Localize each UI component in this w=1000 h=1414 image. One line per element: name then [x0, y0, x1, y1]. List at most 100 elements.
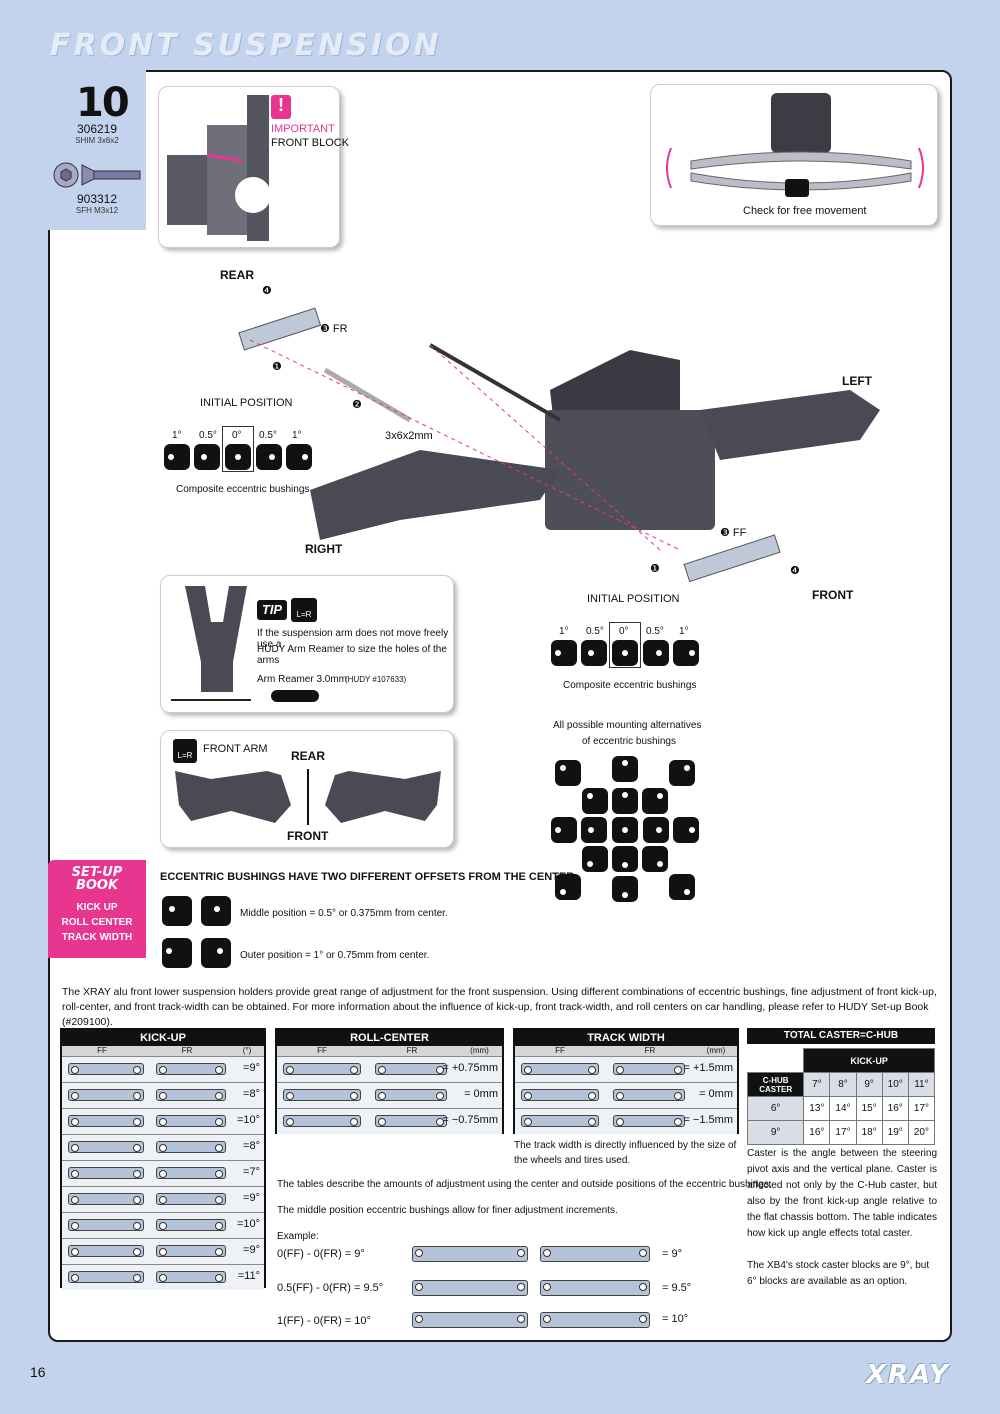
brand-logo: XRAY: [865, 1360, 950, 1390]
notes-text: The tables describe the amounts of adjus…: [277, 1179, 772, 1190]
shim-label: 3x6x2mm: [385, 430, 433, 442]
table-title: TRACK WIDTH: [515, 1030, 737, 1046]
trackwidth-table: TRACK WIDTH FF FR (mm) = +1.5mm = 0mm = …: [513, 1028, 739, 1134]
setup-item: ROLL CENTER: [61, 917, 133, 928]
degree-label: 0.5°: [199, 430, 217, 441]
step-label: ❷: [352, 399, 362, 411]
step-label: ❸ FR: [320, 323, 348, 335]
suspension-assembly-illustration: [238, 307, 880, 583]
bushing-icon: [612, 640, 638, 666]
reamer-handle-icon: [271, 690, 319, 702]
step-number: 10: [76, 80, 130, 126]
degree-label: 0.5°: [646, 626, 664, 637]
example-equation: 0.5(FF) - 0(FR) = 9.5°: [277, 1282, 384, 1294]
table-row: =9°: [62, 1056, 264, 1082]
holder-plate-icon: [412, 1280, 528, 1296]
part-desc: SHIM 3x6x2: [75, 136, 119, 145]
table-row: =8°: [62, 1134, 264, 1160]
setup-book-title: SET-UP: [71, 865, 123, 880]
holder-plate-icon: [540, 1246, 650, 1262]
table-row: = 0mm: [515, 1082, 737, 1108]
table-row: =9°: [62, 1238, 264, 1264]
table-row: =10°: [62, 1108, 264, 1134]
column-header: 10°: [881, 1072, 909, 1097]
bushing-icon: [551, 640, 577, 666]
rear-label: REAR: [291, 749, 326, 763]
table-row: = +1.5mm: [515, 1056, 737, 1082]
column-header: FF: [97, 1046, 107, 1055]
bushing-icon: [194, 444, 220, 470]
front-arm-callout: L=R FRONT ARM REAR FRONT: [160, 730, 454, 848]
table-row: = −0.75mm: [277, 1108, 502, 1134]
bushing-icon: [612, 788, 638, 814]
selected-position-box: [222, 426, 254, 472]
bushing-icon: [612, 756, 638, 782]
initial-position-title: INITIAL POSITION: [200, 397, 293, 409]
rollcenter-table: ROLL-CENTER FF FR (mm) = +0.75mm = 0mm =…: [275, 1028, 504, 1134]
row-header: C-HUB CASTER: [746, 1072, 805, 1097]
table-row: = 0mm: [277, 1082, 502, 1108]
setup-item: TRACK WIDTH: [61, 932, 133, 943]
intro-text: The XRAY alu front lower suspension hold…: [62, 986, 937, 1028]
mounting-title: All possible mounting alternatives: [553, 720, 702, 731]
important-icon: !: [271, 95, 291, 119]
selected-position-box: [609, 622, 641, 668]
bushing-icon: [582, 846, 608, 872]
bushing-icon: [642, 846, 668, 872]
bushing-icon: [164, 444, 190, 470]
setup-book-title: BOOK: [75, 878, 119, 893]
bushing-icon: [669, 874, 695, 900]
parts-panel: [48, 70, 146, 230]
screw-icon: [53, 162, 141, 188]
page-title: FRONT SUSPENSION: [50, 28, 442, 63]
degree-label: 1°: [559, 626, 569, 637]
degree-label: 1°: [172, 430, 182, 441]
bushing-icon: [582, 788, 608, 814]
tip-callout: TIP L=R If the suspension arm does not m…: [160, 575, 454, 713]
table-row: =8°: [62, 1082, 264, 1108]
tip-text: If the suspension arm does not move free…: [257, 628, 449, 650]
degree-label: 1°: [679, 626, 689, 637]
column-header: FR: [406, 1046, 418, 1055]
column-header: (mm): [470, 1046, 489, 1055]
tip-badge: TIP: [257, 600, 287, 620]
column-header: 7°: [803, 1072, 831, 1097]
bushing-icon: [673, 640, 699, 666]
column-header: KICK-UP: [803, 1048, 935, 1073]
bushing-icon: [551, 817, 577, 843]
example-result: = 9°: [662, 1248, 682, 1260]
mounting-title: of eccentric bushings: [582, 736, 676, 747]
front-arm-illustration: [175, 769, 441, 825]
table-row: = −1.5mm: [515, 1108, 737, 1134]
holder-plate-icon: [412, 1312, 528, 1328]
bushing-icon: [643, 640, 669, 666]
caster-table: KICK-UP C-HUB CASTER 7° 8° 9° 10° 11° 6°…: [746, 1048, 936, 1145]
check-label: Check for free movement: [743, 205, 867, 217]
part-desc: SFH M3x12: [75, 206, 119, 215]
table-title: KICK-UP: [62, 1030, 264, 1046]
column-header: FR: [644, 1046, 656, 1055]
table-row: =11°: [62, 1264, 264, 1290]
reamer-ref: (HUDY #107633): [345, 675, 407, 684]
column-header: FF: [555, 1046, 565, 1055]
holder-plate-icon: [540, 1280, 650, 1296]
middle-position-text: Middle position = 0.5° or 0.375mm from c…: [240, 908, 448, 919]
table-row: =7°: [62, 1160, 264, 1186]
column-header: (°): [242, 1046, 252, 1055]
bushing-icon: [162, 896, 192, 926]
bushing-icon: [286, 444, 312, 470]
tip-text: HUDY Arm Reamer to size the holes of the…: [257, 644, 447, 666]
part-number: 306219: [76, 122, 118, 136]
column-header: (mm): [706, 1046, 726, 1055]
table-title: ROLL-CENTER: [277, 1030, 502, 1046]
kickup-table: KICK-UP FF FR (°) =9° =8° =10° =8° =7° =…: [60, 1028, 266, 1290]
table-row: = +0.75mm: [277, 1056, 502, 1082]
step-label: ❶: [650, 563, 660, 575]
holder-plate-icon: [540, 1312, 650, 1328]
bushing-icon: [555, 760, 581, 786]
front-label: FRONT: [287, 829, 329, 843]
degree-label: 0°: [232, 430, 242, 441]
step-label: ❹: [790, 565, 800, 577]
bushing-icon: [201, 896, 231, 926]
table-row: =9°: [62, 1186, 264, 1212]
